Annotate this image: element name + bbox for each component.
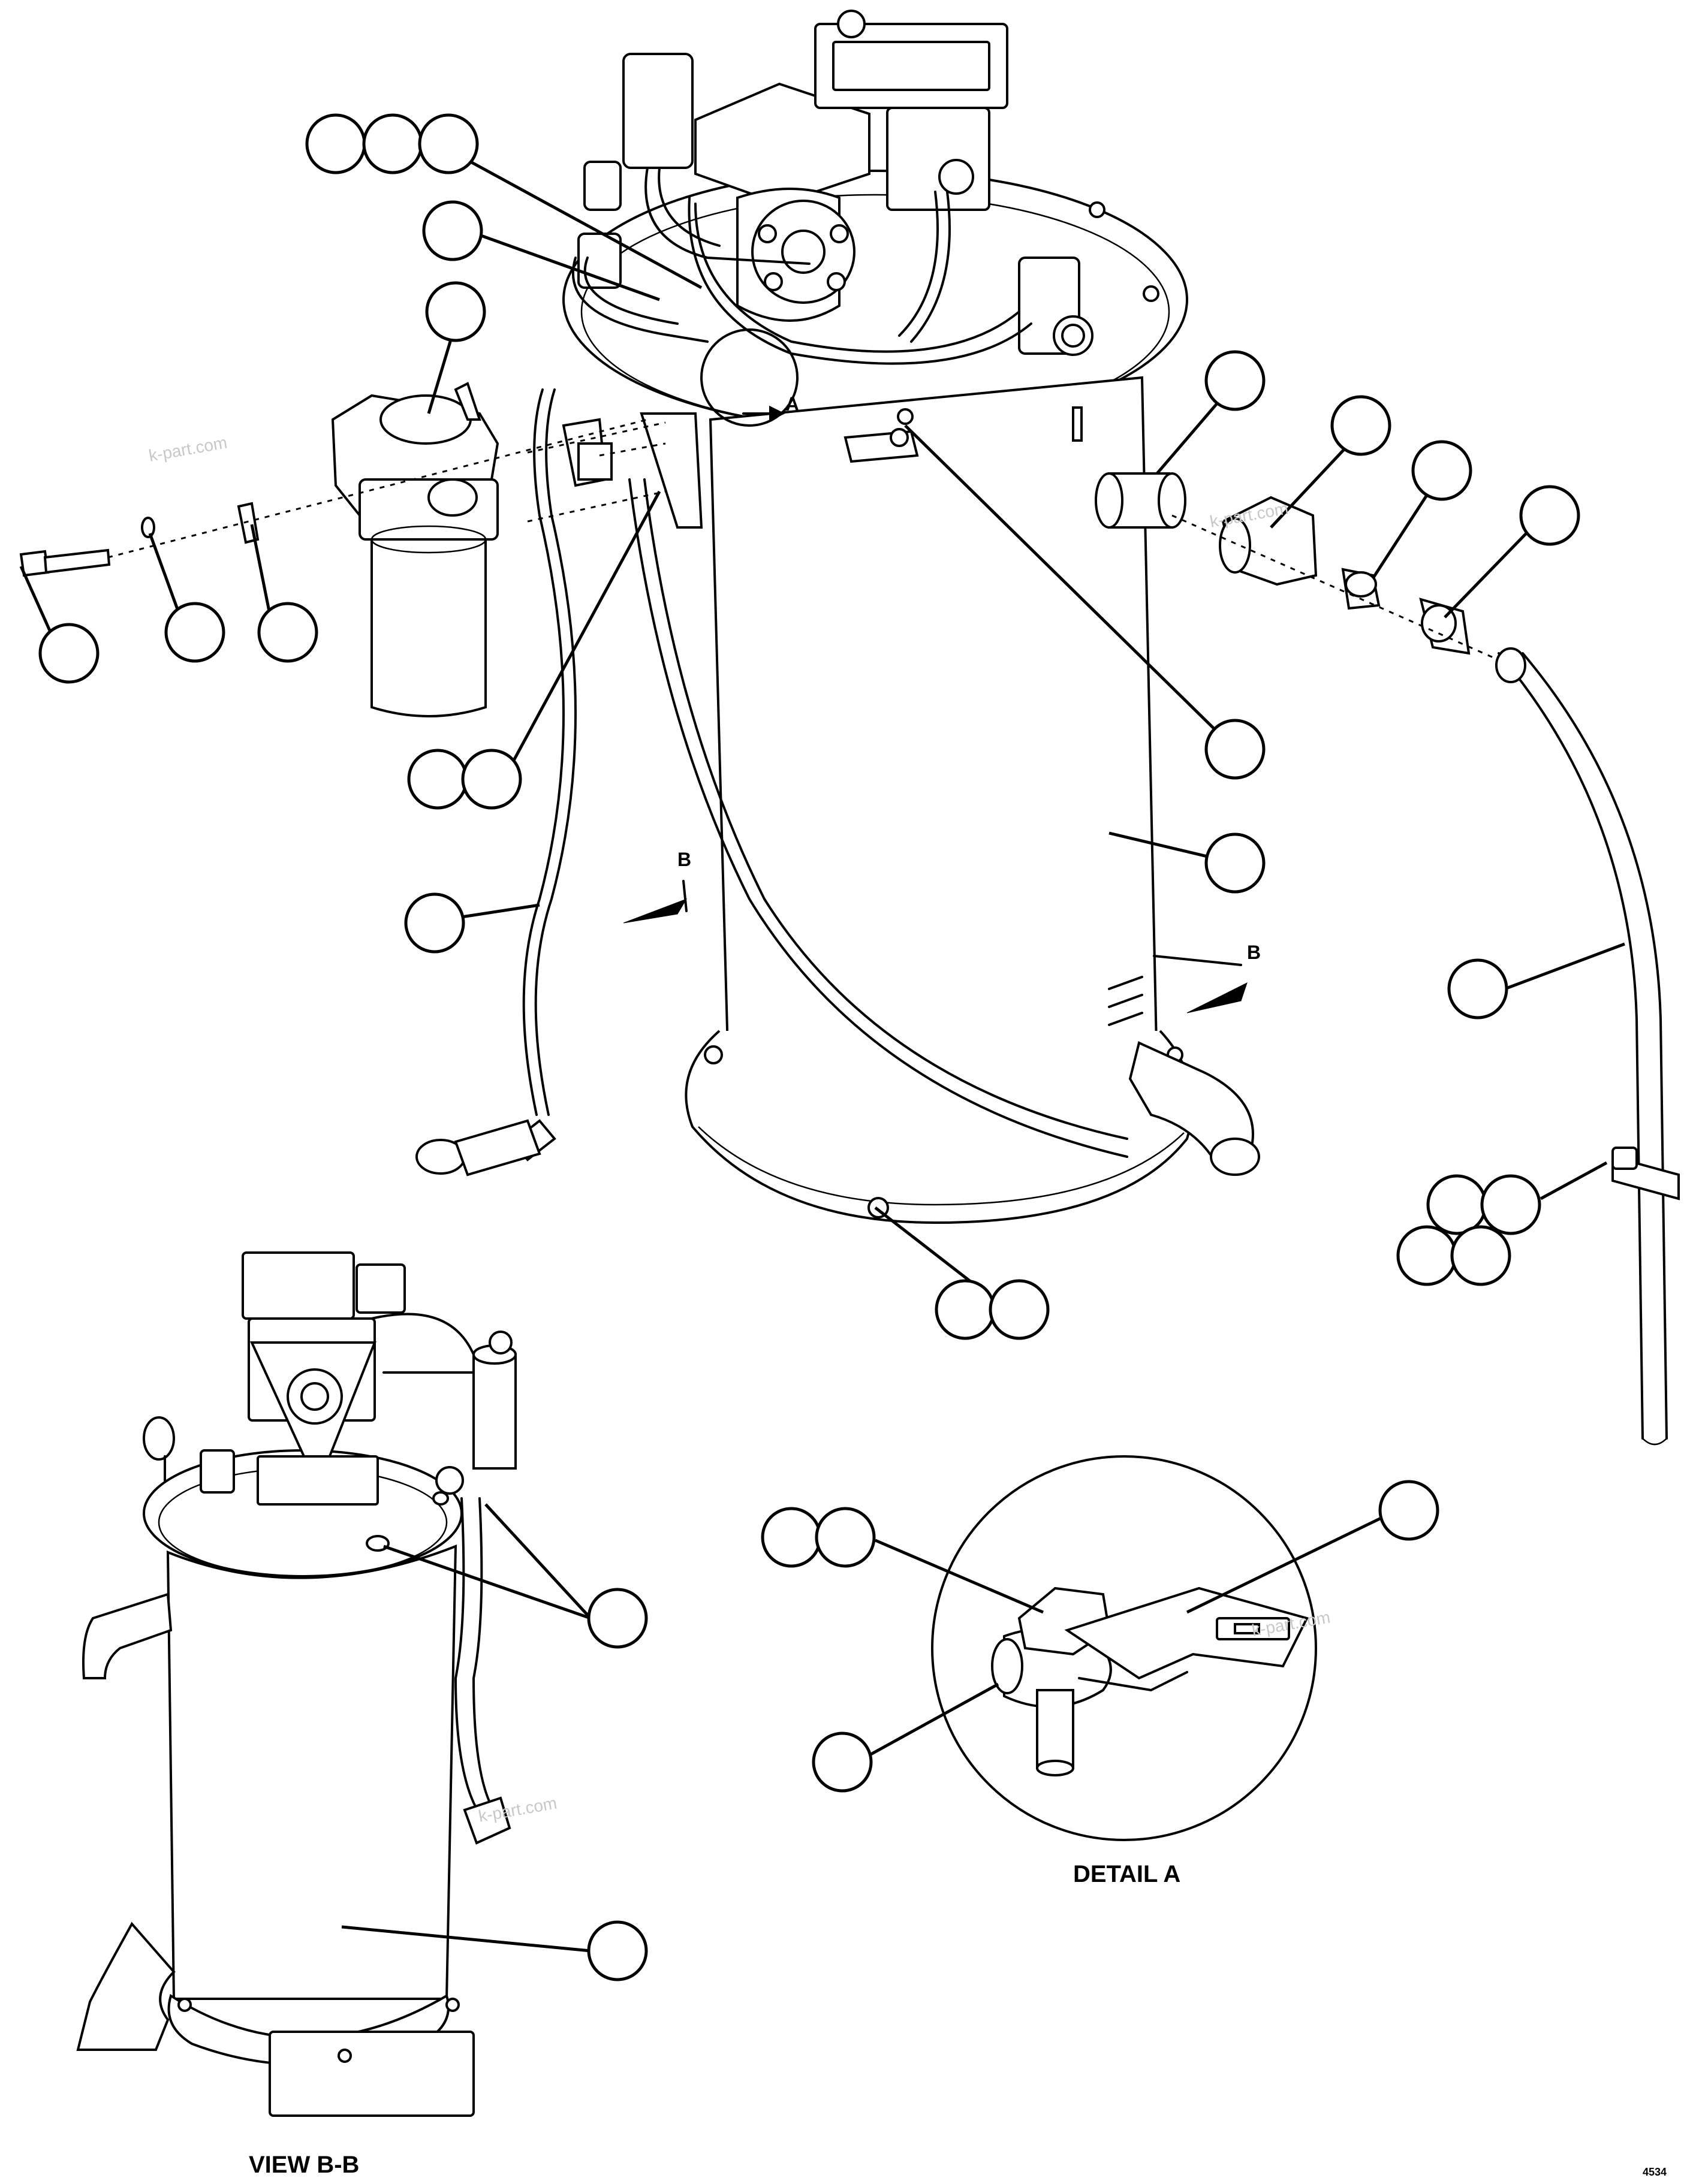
callout-bubble bbox=[305, 113, 366, 174]
callout-bubble bbox=[1519, 485, 1580, 546]
callout-bubble bbox=[362, 113, 423, 174]
callout-bubble bbox=[812, 1731, 873, 1793]
callout-bubble bbox=[935, 1279, 996, 1340]
view-bb-drawing bbox=[76, 1251, 517, 2117]
left-hoses bbox=[415, 388, 1128, 1177]
tank-base bbox=[685, 1030, 1194, 1224]
callout-bubble bbox=[461, 749, 522, 810]
main-tank-assembly: A bbox=[562, 10, 1260, 1224]
callout-bubble bbox=[587, 1588, 648, 1649]
callout-bubble bbox=[815, 1507, 876, 1568]
callout-bubble bbox=[407, 749, 468, 810]
callout-bubble bbox=[164, 602, 225, 663]
valve-block bbox=[571, 10, 1159, 442]
detail-a-drawing: DETAIL A bbox=[931, 1455, 1317, 1887]
callout-bubble bbox=[404, 892, 465, 954]
view-bb-title: VIEW B-B bbox=[249, 2152, 359, 2178]
detail-a-title: DETAIL A bbox=[1073, 1861, 1180, 1887]
callout-bubble bbox=[1411, 440, 1472, 501]
callout-bubble bbox=[1204, 350, 1266, 411]
callout-bubble bbox=[1447, 958, 1508, 1019]
callout-bubble bbox=[257, 602, 318, 663]
section-b-label-right: B bbox=[1247, 942, 1261, 963]
detail-a-marker-circle bbox=[700, 328, 799, 427]
callout-bubble bbox=[1378, 1480, 1439, 1541]
callout-bubble bbox=[418, 113, 479, 174]
section-b-label-left: B bbox=[677, 849, 691, 870]
callout-bubble bbox=[989, 1279, 1050, 1340]
callout-bubble bbox=[1450, 1225, 1511, 1286]
drawing-number: 4534 bbox=[1643, 2166, 1667, 2178]
detail-a-marker: A bbox=[785, 393, 799, 415]
right-fittings bbox=[1095, 472, 1680, 1446]
tank-body bbox=[709, 376, 1159, 1074]
callout-bubble bbox=[1330, 395, 1391, 456]
watermark: k-part.com bbox=[147, 433, 229, 464]
callout-bubbles bbox=[38, 113, 1580, 1981]
callout-bubble bbox=[1204, 719, 1266, 780]
filter-assembly bbox=[19, 382, 666, 717]
callout-bubble bbox=[1396, 1225, 1457, 1286]
callout-bubble bbox=[425, 281, 486, 342]
callout-bubble bbox=[1426, 1174, 1487, 1235]
callout-bubble bbox=[38, 623, 100, 684]
section-bb-indicators: B B bbox=[623, 849, 1261, 1013]
callout-bubble bbox=[1480, 1174, 1541, 1235]
callout-bubble bbox=[761, 1507, 822, 1568]
callout-bubble bbox=[1204, 832, 1266, 894]
callout-bubble bbox=[587, 1920, 648, 1981]
callout-bubble bbox=[422, 200, 483, 261]
